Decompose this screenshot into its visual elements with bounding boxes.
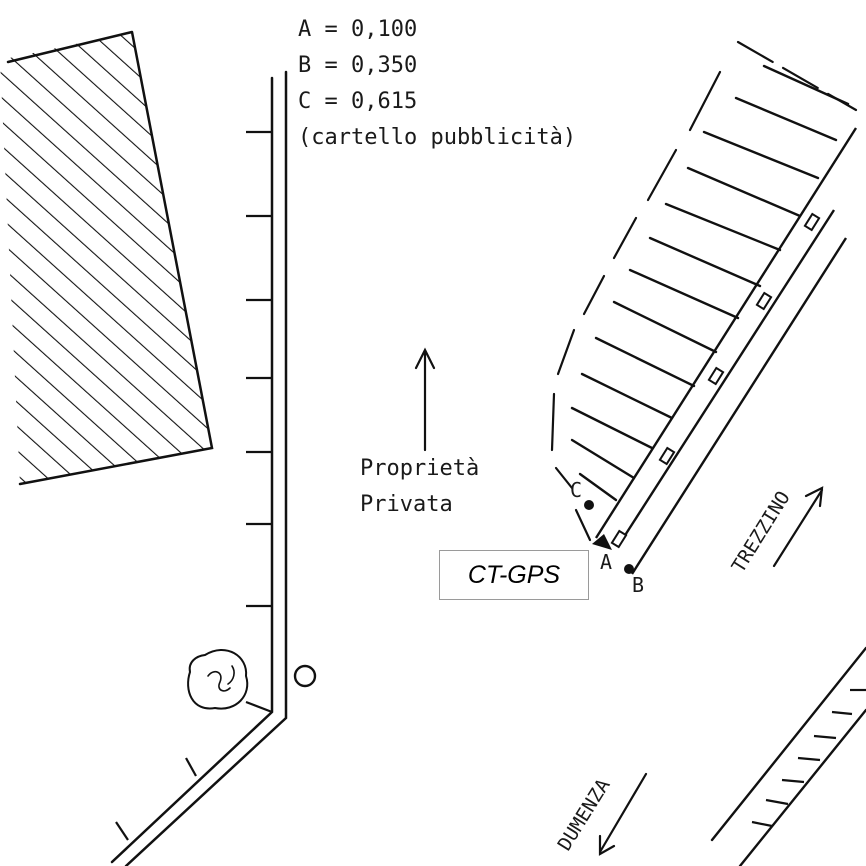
small-circle xyxy=(293,664,317,688)
legend-note: (cartello pubblicità) xyxy=(298,125,576,150)
legend-a: A = 0,100 xyxy=(298,17,417,42)
point-a-label: A xyxy=(600,550,612,574)
right-road xyxy=(594,127,858,575)
road-ticks xyxy=(115,130,273,841)
direction-up-label: TREZZINO xyxy=(728,487,795,576)
point-b-marker xyxy=(624,564,634,574)
tree-symbol xyxy=(187,649,249,710)
point-c-marker xyxy=(584,500,594,510)
road-markers xyxy=(610,212,821,549)
legend: A = 0,100 B = 0,350 C = 0,615 (cartello … xyxy=(298,17,576,150)
legend-c: C = 0,615 xyxy=(298,89,417,114)
left-road xyxy=(110,70,288,866)
property-line1: Proprietà xyxy=(360,456,479,481)
direction-trezzino: TREZZINO xyxy=(728,486,824,577)
survey-points: A B C xyxy=(570,478,644,597)
ct-gps-badge: CT-GPS xyxy=(439,550,589,600)
property-marker: Proprietà Privata xyxy=(360,347,479,517)
parking-stalls xyxy=(570,64,850,502)
property-line2: Privata xyxy=(360,492,453,517)
bottom-right-road xyxy=(710,646,866,866)
direction-dumenza: DUMENZA xyxy=(554,772,648,856)
point-a-marker xyxy=(592,534,612,550)
point-c-label: C xyxy=(570,478,582,502)
hatched-building xyxy=(0,30,214,486)
point-b-label: B xyxy=(632,573,644,597)
parking-boundary xyxy=(550,40,858,542)
legend-b: B = 0,350 xyxy=(298,53,417,78)
